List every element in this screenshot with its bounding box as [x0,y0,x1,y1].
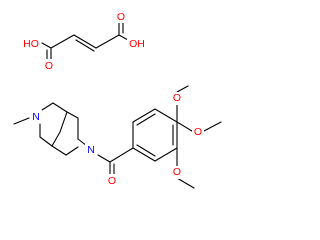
bond [95,34,120,49]
bond [65,146,79,156]
bond [176,121,193,132]
bond [118,34,129,41]
bond [136,144,156,157]
methoxy-oxygen-middle-label: O [194,126,202,138]
carbonyl-oxygen-label: O [108,175,116,187]
bond [97,154,111,163]
bond [132,147,156,162]
trimethoxyphenyl [109,85,222,189]
bond [176,177,195,189]
bond [41,42,52,49]
bond [73,34,97,49]
bond [154,108,178,123]
atom-labels: HO O OH O N N O O O O [21,10,204,187]
bond [176,85,189,93]
bicyclic-amine [13,102,115,176]
bond [50,34,75,49]
methoxy-oxygen-bottom-label: O [173,166,181,178]
bond [136,113,156,126]
bond [41,102,54,111]
bond [52,102,68,113]
amine-nitrogen-label: N [32,111,40,123]
hydroxyl-label-right: OH [129,38,145,50]
bond [203,121,222,132]
bond [13,117,30,125]
structure-diagram: HO O OH O N N O O O O [13,10,222,189]
bond [154,147,178,162]
bond [39,136,53,147]
bond [66,111,79,119]
oxygen-label-left: O [45,60,53,72]
bond [109,147,134,163]
amide-nitrogen-label: N [87,144,95,156]
methoxy-oxygen-top-label: O [173,92,181,104]
hydroxyl-label-left: HO [23,38,39,50]
bond [51,131,61,147]
bond [59,111,68,133]
bond [132,108,156,123]
bond [75,39,95,52]
bond [51,145,67,156]
oxygen-label-right: O [117,11,125,23]
fumaric-acid [41,22,129,62]
